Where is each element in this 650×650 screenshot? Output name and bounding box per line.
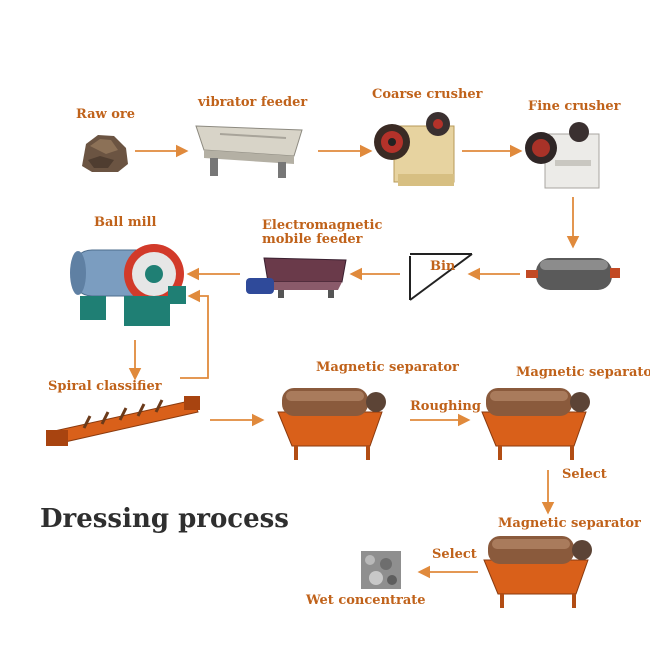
separator-icon xyxy=(277,388,386,460)
ore-rock-icon xyxy=(82,135,128,172)
separator-icon xyxy=(481,388,590,460)
page-title: Dressing process xyxy=(40,504,289,534)
arrow-classifier-return xyxy=(180,289,209,379)
label-magnetic-separator-1: Magnetic separator xyxy=(316,360,459,375)
label-select-2: Select xyxy=(432,547,477,562)
label-wet-concentrate: Wet concentrate xyxy=(306,593,426,608)
concentrate-icon xyxy=(361,551,401,589)
feeder-icon xyxy=(195,125,303,178)
label-raw-ore: Raw ore xyxy=(76,107,136,122)
crusher-icon xyxy=(525,122,600,189)
label-em-feeder-line1: Electromagnetic xyxy=(262,218,383,233)
ball-mill-icon xyxy=(70,244,186,326)
label-fine-crusher: Fine crusher xyxy=(528,99,621,114)
label-magnetic-separator-3: Magnetic separator xyxy=(498,516,641,531)
label-vibrator-feeder: vibrator feeder xyxy=(198,95,308,110)
classifier-icon xyxy=(46,396,200,446)
label-spiral-classifier: Spiral classifier xyxy=(48,379,162,394)
feeder-icon xyxy=(246,257,347,298)
bin-icon xyxy=(409,253,473,301)
crusher-icon xyxy=(374,112,455,186)
label-bin: Bin xyxy=(430,259,456,274)
label-coarse-crusher: Coarse crusher xyxy=(372,87,483,102)
label-magnetic-separator-2: Magnetic separato xyxy=(516,365,650,380)
separator-icon xyxy=(483,536,592,608)
belt-pulley-icon xyxy=(526,258,620,290)
label-select-1: Select xyxy=(562,467,607,482)
label-em-feeder-line2: mobile feeder xyxy=(262,232,363,247)
label-roughing: Roughing xyxy=(410,399,481,414)
label-ball-mill: Ball mill xyxy=(94,215,157,230)
